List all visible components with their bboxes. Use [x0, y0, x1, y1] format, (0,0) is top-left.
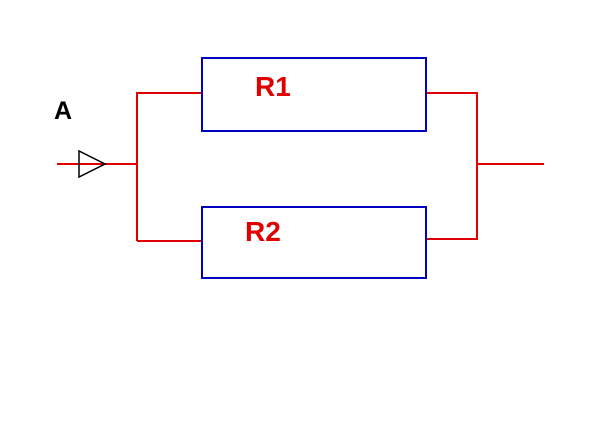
resistor-r2: R2	[201, 206, 427, 279]
resistor-r2-body	[201, 206, 427, 279]
wires	[57, 92, 544, 242]
current-direction-arrow-icon	[78, 149, 107, 179]
resistor-r2-label: R2	[245, 216, 281, 247]
resistor-r1-body	[201, 57, 427, 132]
resistor-r1: R1	[201, 57, 427, 132]
node-label-a: A	[54, 97, 72, 125]
resistor-r1-label: R1	[255, 71, 291, 102]
